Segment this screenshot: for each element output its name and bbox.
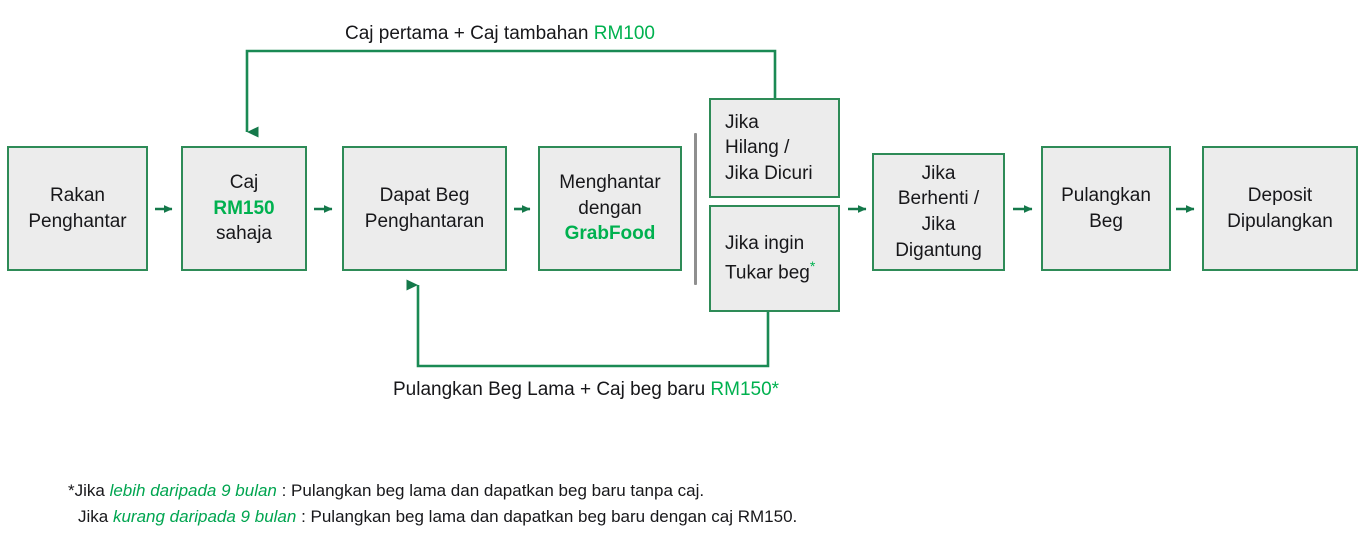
edge-label-bottom-loop: Pulangkan Beg Lama + Caj beg baru RM150* <box>393 379 779 401</box>
node-jika-berhenti-digantung[interactable]: Jika Berhenti / Jika Digantung <box>872 153 1005 271</box>
node-dapat-beg-line2: Penghantaran <box>364 210 485 232</box>
edge-label-bottom-amount: RM150* <box>710 379 780 400</box>
node-jika-berhenti-line4: Digantung <box>895 239 982 261</box>
footnote-2-suffix: : Pulangkan beg lama dan dapatkan beg ba… <box>296 507 798 526</box>
edge-label-top-loop: Caj pertama + Caj tambahan RM100 <box>345 23 655 45</box>
node-dapat-beg[interactable]: Dapat Beg Penghantaran <box>342 146 507 271</box>
node-caj-line1: Caj <box>229 172 259 194</box>
node-jika-tukar-line1: Jika ingin <box>725 233 805 255</box>
node-jika-hilang-dicuri[interactable]: Jika Hilang / Jika Dicuri <box>709 98 840 198</box>
edge-label-top-text: Caj pertama + Caj tambahan <box>345 23 594 44</box>
footnote-2-emphasis: kurang daripada 9 bulan <box>112 507 297 526</box>
node-jika-hilang-line1: Jika <box>725 111 759 133</box>
node-pulangkan-beg-line2: Beg <box>1089 210 1123 232</box>
node-menghantar-grabfood[interactable]: Menghantar dengan GrabFood <box>538 146 682 271</box>
node-deposit-line2: Dipulangkan <box>1227 210 1333 232</box>
branch-group-bracket <box>694 133 697 285</box>
node-deposit-dipulangkan[interactable]: Deposit Dipulangkan <box>1202 146 1358 271</box>
node-caj-line3: sahaja <box>216 223 272 245</box>
footnote-line-1: *Jika lebih daripada 9 bulan : Pulangkan… <box>68 477 704 504</box>
edge-label-top-amount: RM100 <box>593 23 655 44</box>
node-pulangkan-beg[interactable]: Pulangkan Beg <box>1041 146 1171 271</box>
wire-top-feedback <box>245 49 777 138</box>
node-jika-berhenti-line3: Jika <box>921 214 956 235</box>
node-jika-berhenti-line2: Berhenti / <box>897 188 980 210</box>
node-rakan-penghantar-line1: Rakan <box>50 184 105 206</box>
node-jika-berhenti-line1: Jika <box>921 162 956 184</box>
node-jika-tukar-beg[interactable]: Jika ingin Tukar beg* <box>709 205 840 312</box>
node-jika-tukar-line2: Tukar beg <box>725 262 810 284</box>
node-menghantar-line1: Menghantar <box>559 172 661 194</box>
node-rakan-penghantar[interactable]: Rakan Penghantar <box>7 146 148 271</box>
node-pulangkan-beg-line1: Pulangkan <box>1061 184 1151 206</box>
node-menghantar-brand: GrabFood <box>564 223 656 245</box>
footnote-1-suffix: : Pulangkan beg lama dan dapatkan beg ba… <box>276 481 705 500</box>
footnote-marker-asterisk: * <box>809 257 816 274</box>
footnote-1-emphasis: lebih daripada 9 bulan <box>109 481 277 500</box>
node-rakan-penghantar-line2: Penghantar <box>28 210 127 232</box>
node-dapat-beg-line1: Dapat Beg <box>379 184 470 206</box>
node-jika-hilang-line2: Hilang / <box>725 137 790 159</box>
footnote-1-prefix: *Jika <box>68 481 110 500</box>
node-deposit-line1: Deposit <box>1247 184 1313 206</box>
footnote-line-2: Jika kurang daripada 9 bulan : Pulangkan… <box>78 503 797 530</box>
footnote-2-prefix: Jika <box>78 507 113 526</box>
edge-label-bottom-text: Pulangkan Beg Lama + Caj beg baru <box>393 379 711 400</box>
node-caj-rm150[interactable]: Caj RM150 sahaja <box>181 146 307 271</box>
node-caj-amount: RM150 <box>213 197 275 219</box>
node-jika-hilang-line3: Jika Dicuri <box>725 162 813 184</box>
node-menghantar-line2: dengan <box>578 197 642 219</box>
